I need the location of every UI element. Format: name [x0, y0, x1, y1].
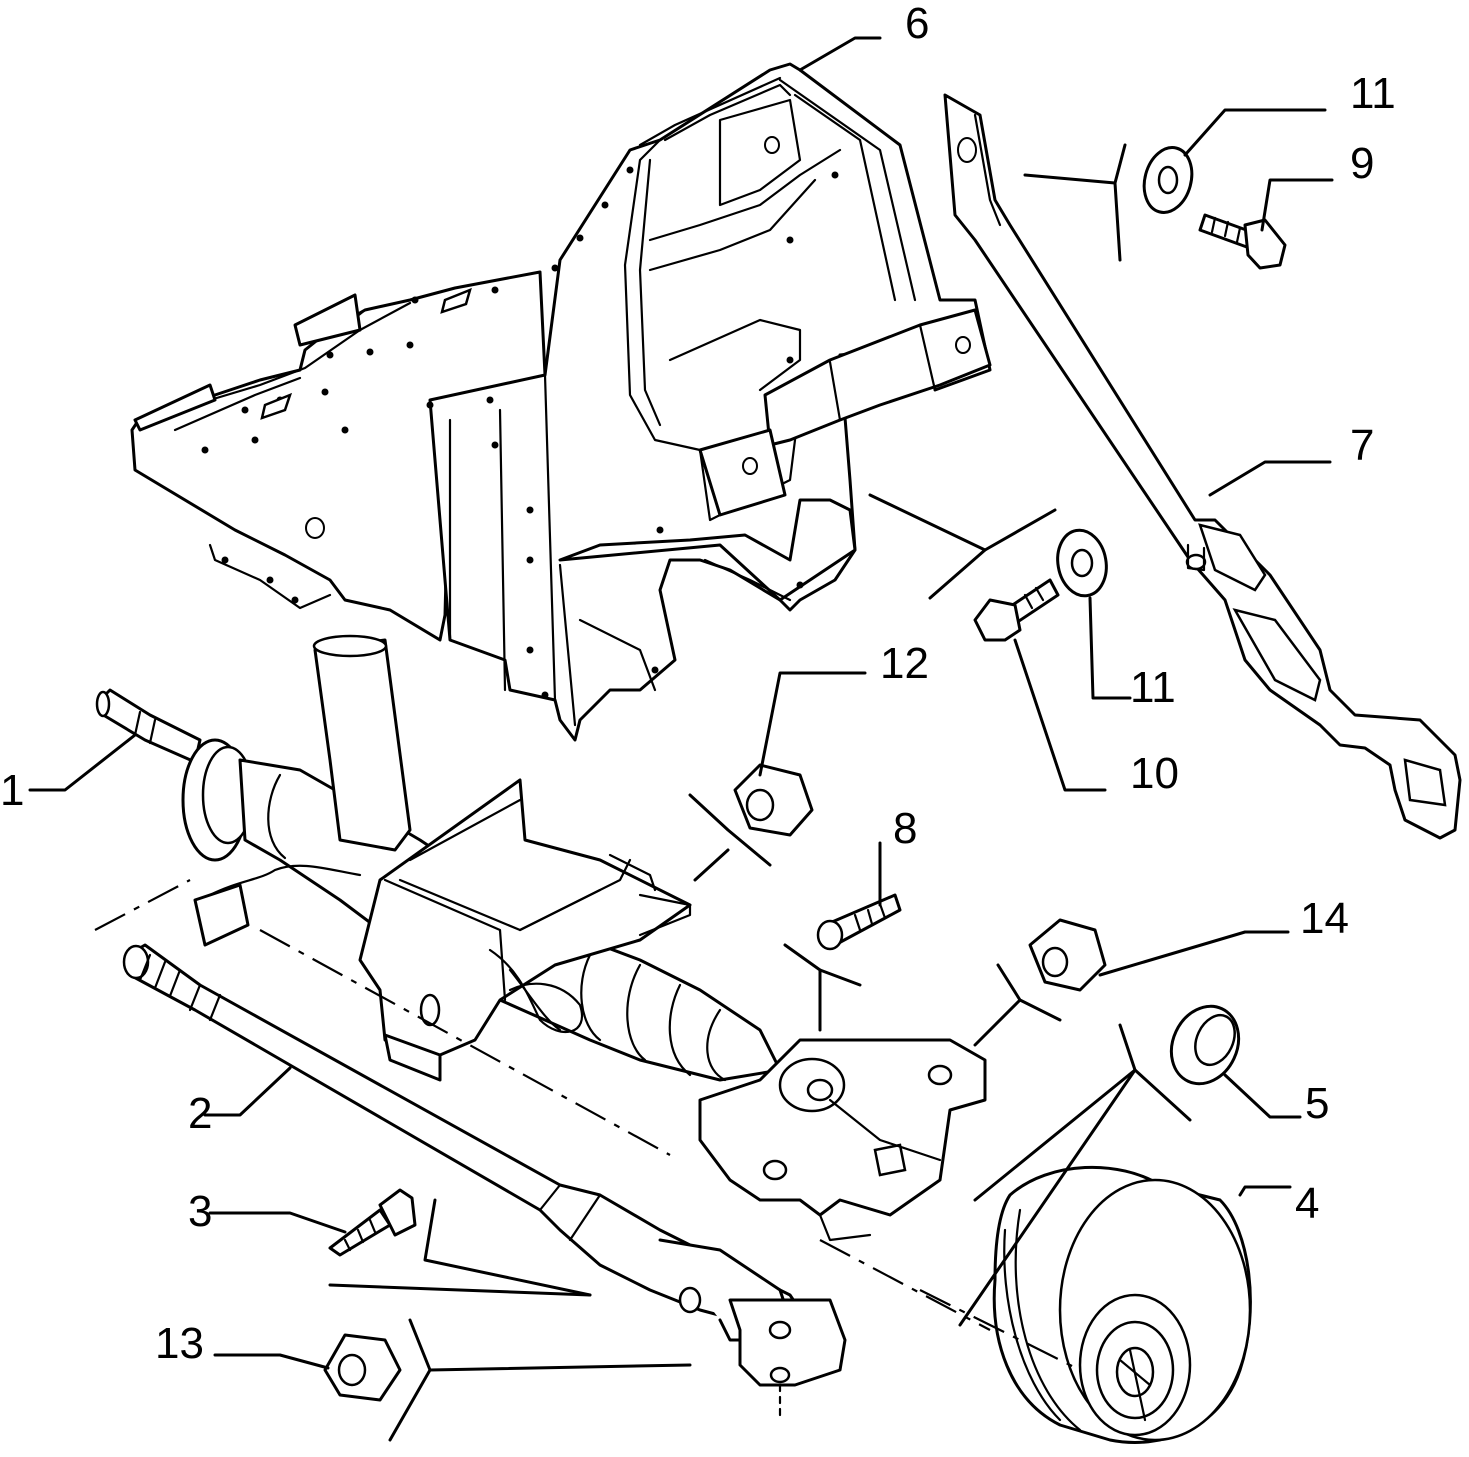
callout-6: 6	[905, 0, 929, 48]
callout-leaders	[28, 36, 1334, 1370]
callout-12: 12	[880, 639, 929, 688]
assembly-guide-lines	[328, 143, 1192, 1442]
callout-14: 14	[1300, 894, 1349, 943]
rubber-boot-part-4	[992, 1165, 1252, 1444]
callout-4: 4	[1295, 1179, 1319, 1228]
washer-part-5	[1169, 1004, 1241, 1086]
nut-part-14	[1028, 918, 1107, 992]
stay-rod-part-7	[943, 93, 1462, 840]
callout-9: 9	[1350, 139, 1374, 188]
nut-part-12	[733, 763, 814, 837]
bolt-part-9	[1198, 213, 1287, 270]
washer-part-11-lower	[1056, 528, 1108, 598]
steering-column-part-1	[95, 634, 987, 1242]
callout-13: 13	[155, 1319, 204, 1368]
callout-11-lower: 11	[1130, 663, 1176, 712]
washer-part-11-upper	[1142, 146, 1194, 214]
callout-1: 1	[0, 766, 24, 815]
bolt-part-8	[816, 893, 902, 951]
screw-part-3	[328, 1188, 417, 1257]
support-bracket-part-6	[130, 62, 992, 742]
nut-part-13	[323, 1333, 402, 1402]
callout-3: 3	[188, 1187, 212, 1236]
assembly-axis-lines	[94, 879, 1081, 1371]
bracket-holes	[201, 136, 971, 699]
callout-labels: 1 2 3 4 5 6 7 8 9 10 11 11 12 13 14	[0, 0, 1396, 1368]
callout-11-upper: 11	[1350, 69, 1396, 118]
callout-8: 8	[893, 804, 917, 853]
callout-2: 2	[188, 1089, 212, 1138]
callout-7: 7	[1350, 421, 1374, 470]
intermediate-shaft-part-2	[122, 943, 847, 1417]
callout-5: 5	[1305, 1079, 1329, 1128]
bolt-part-10	[973, 578, 1060, 642]
callout-10: 10	[1130, 749, 1179, 798]
